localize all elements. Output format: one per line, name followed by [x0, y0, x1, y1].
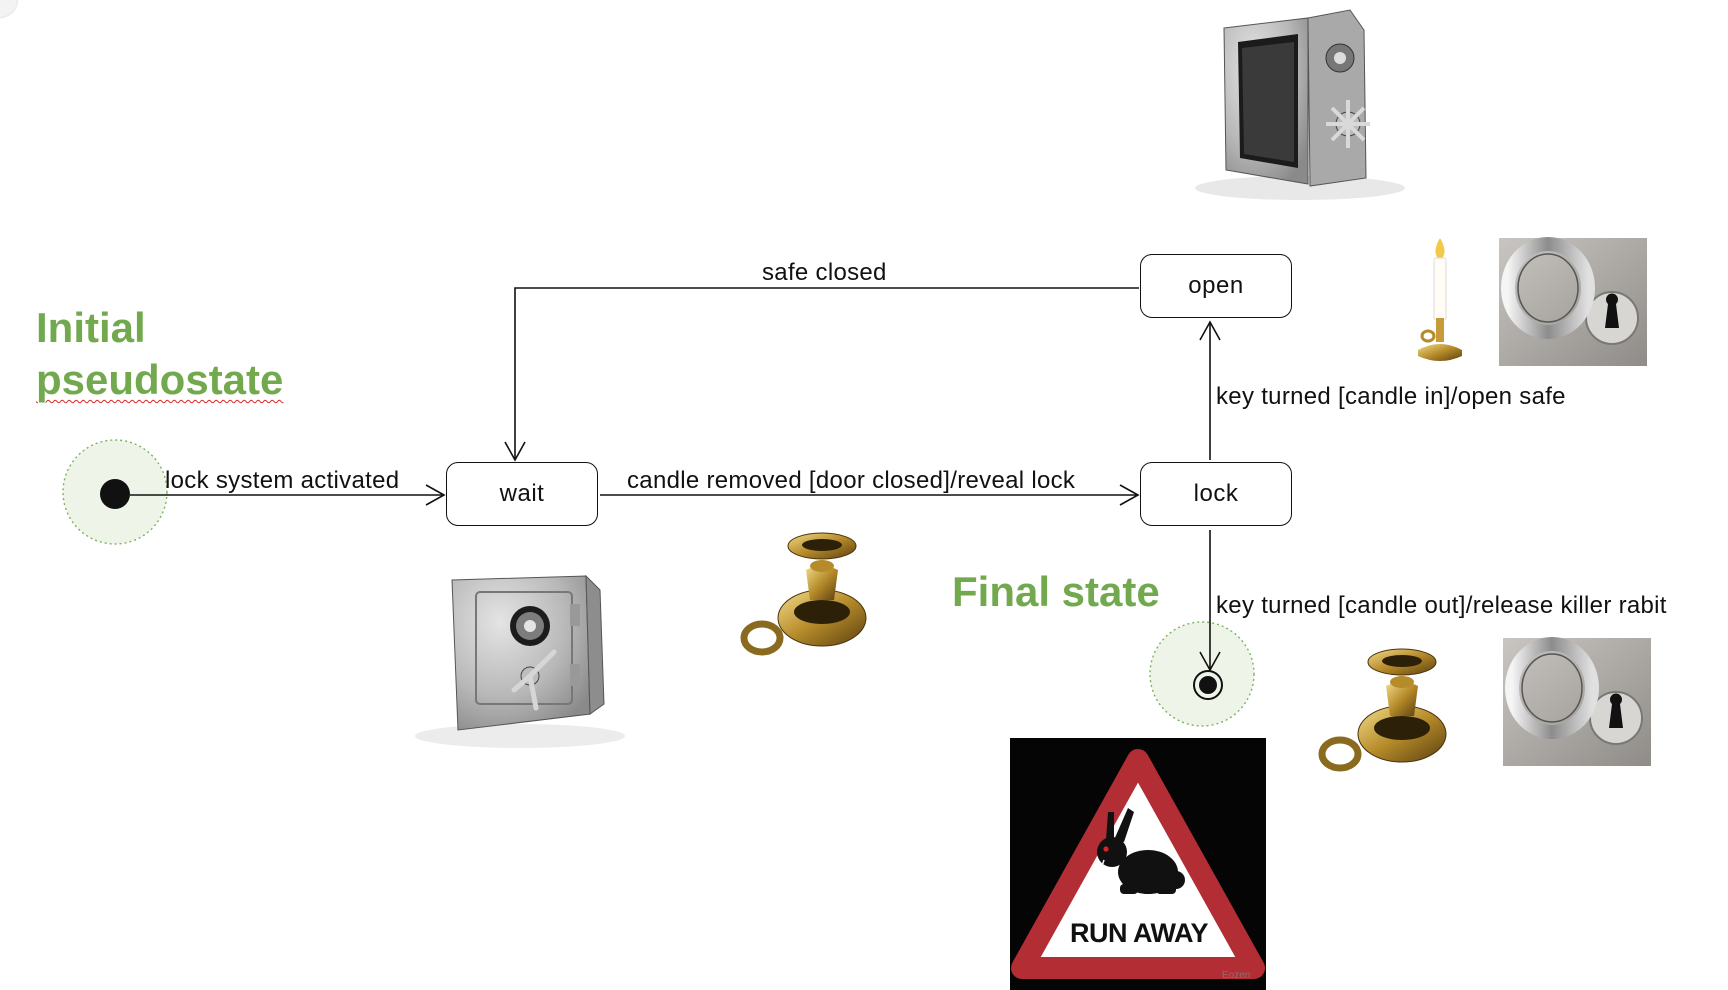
transition-label-key-turned-candle-out: key turned [candle out]/release killer r… [1216, 592, 1667, 619]
candlestick-holder-picture [740, 532, 867, 656]
open-safe-picture [1195, 9, 1405, 200]
initial-title: Initial pseudostate [36, 302, 283, 406]
sign-text: RUN AWAY [1069, 918, 1209, 948]
key-in-lock-picture [1503, 637, 1651, 766]
sign-credit: Eozen [1222, 970, 1251, 981]
final-title: Final state [952, 568, 1160, 615]
initial-title-line1: Initial [36, 304, 146, 351]
transition-label-key-turned-candle-in: key turned [candle in]/open safe [1216, 383, 1566, 410]
transition-label-safe-closed: safe closed [762, 259, 887, 286]
transition-label-lock-system-activated: lock system activated [165, 467, 400, 494]
arrow-open-to-wait [514, 287, 1139, 460]
state-wait[interactable]: wait [446, 462, 598, 526]
closed-safe-picture [415, 574, 625, 748]
state-lock[interactable]: lock [1140, 462, 1292, 526]
candlestick-holder-picture [1318, 648, 1447, 772]
rabbit-icon [1097, 808, 1185, 894]
final-state [1149, 621, 1255, 727]
initial-pseudostate [62, 439, 168, 545]
transition-label-candle-removed: candle removed [door closed]/reveal lock [627, 467, 1076, 494]
state-open[interactable]: open [1140, 254, 1292, 318]
initial-title-line2: pseudostate [36, 356, 284, 403]
candle-picture [1418, 238, 1462, 361]
transition-arrows [130, 287, 1221, 672]
key-in-lock-picture [1499, 237, 1647, 366]
run-away-rabbit-sign [1010, 738, 1266, 990]
